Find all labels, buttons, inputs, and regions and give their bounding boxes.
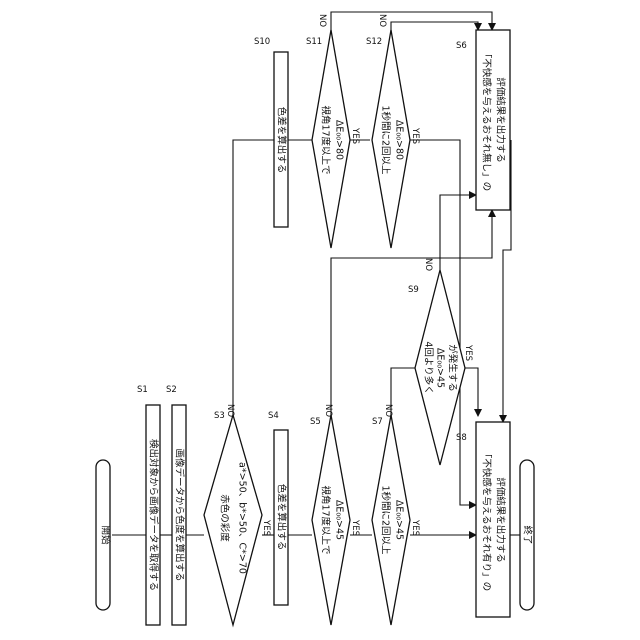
label-s3-yes: YES: [261, 519, 271, 536]
edge-s11-s6-no: [331, 12, 492, 52]
s9-line1: 4回より多く: [423, 341, 435, 394]
s6-line2: 評価結果を出力する: [495, 77, 507, 163]
s11-line2: ΔE₀₀>80: [334, 120, 345, 160]
label-s5-no: NO: [323, 404, 333, 417]
step-label-s6: S6: [456, 41, 467, 51]
step-label-s3: S3: [214, 411, 225, 421]
edge-s9-s8-yes: [465, 368, 478, 416]
node-s8: 「不快感を与えるおそれ有り」の 評価結果を出力する S8: [456, 422, 510, 617]
s5-line2: ΔE₀₀>45: [334, 500, 345, 540]
s9-line2: ΔE₀₀>45: [435, 348, 446, 388]
node-end: 終了: [520, 460, 534, 610]
step-label-s12: S12: [366, 37, 382, 47]
s12-line2: ΔE₀₀>80: [394, 120, 405, 160]
s7-line2: ΔE₀₀>45: [394, 500, 405, 540]
s9-line3: が発生する: [447, 344, 459, 392]
s1-text: 検出対象から画像データを取得する: [148, 439, 160, 591]
label-s12-no: NO: [377, 14, 387, 27]
edge-s9-s6-no: [440, 195, 476, 270]
s8-line1: 「不快感を与えるおそれ有り」の: [481, 449, 493, 591]
label-s9-no: NO: [423, 258, 433, 271]
start-text: 開始: [100, 525, 112, 545]
step-label-s11: S11: [306, 37, 322, 47]
s8-line2: 評価結果を出力する: [495, 477, 507, 563]
s3-line1: 赤色の彩度: [219, 494, 231, 542]
node-s11: 視角17度以上で ΔE₀₀>80 S11: [306, 30, 350, 248]
s7-line1: 1秒間に2回以上: [380, 485, 392, 555]
s12-line1: 1秒間に2回以上: [380, 105, 392, 175]
node-s3: 赤色の彩度 a*>50、b*>50、C*>70 S3: [204, 411, 262, 625]
node-s10: 色差を算出する S10: [254, 37, 288, 227]
s6-line1: 「不快感を与えるおそれ無し」の: [481, 49, 493, 191]
label-s11-no: NO: [317, 14, 327, 27]
s5-line1: 視角17度以上で: [320, 485, 332, 554]
step-label-s7: S7: [372, 417, 383, 427]
label-s5-yes: YES: [350, 519, 360, 536]
s3-line2: a*>50、b*>50、C*>70: [237, 462, 248, 574]
step-label-s2: S2: [166, 385, 177, 395]
node-s7: 1秒間に2回以上 ΔE₀₀>45 S7: [372, 415, 410, 625]
s10-text: 色差を算出する: [276, 107, 288, 174]
label-s7-no: NO: [383, 404, 393, 417]
label-s7-yes: YES: [410, 519, 420, 536]
s4-text: 色差を算出する: [276, 484, 288, 551]
label-s12-yes: YES: [410, 127, 420, 144]
node-s2: 画像データから色度を算出する S2: [166, 385, 186, 625]
step-label-s1: S1: [137, 385, 148, 395]
step-label-s4: S4: [268, 411, 279, 421]
edge-s5-s6-no: [331, 210, 492, 415]
label-s11-yes: YES: [350, 127, 360, 144]
node-s12: 1秒間に2回以上 ΔE₀₀>80 S12: [366, 30, 410, 248]
node-s4: 色差を算出する S4: [268, 411, 288, 605]
label-s9-yes: YES: [463, 344, 473, 361]
node-s6: 「不快感を与えるおそれ無し」の 評価結果を出力する S6: [456, 30, 510, 210]
label-s3-no: NO: [225, 404, 235, 417]
step-label-s10: S10: [254, 37, 270, 47]
step-label-s8: S8: [456, 433, 467, 443]
step-label-s9: S9: [408, 285, 419, 295]
step-label-s5: S5: [310, 417, 321, 427]
branch-labels: NO YES NO YES NO YES NO YES NO YES NO YE…: [225, 14, 473, 536]
node-s5: 視角17度以上で ΔE₀₀>45 S5: [310, 415, 350, 625]
end-text: 終了: [522, 525, 534, 544]
edge-s7-s9-no: [391, 368, 415, 415]
s11-line1: 視角17度以上で: [320, 105, 332, 174]
s2-text: 画像データから色度を算出する: [174, 448, 186, 581]
node-s1: 検出対象から画像データを取得する S1: [137, 385, 160, 625]
node-start: 開始: [96, 460, 112, 610]
edge-s3-s10-no: [233, 140, 312, 415]
